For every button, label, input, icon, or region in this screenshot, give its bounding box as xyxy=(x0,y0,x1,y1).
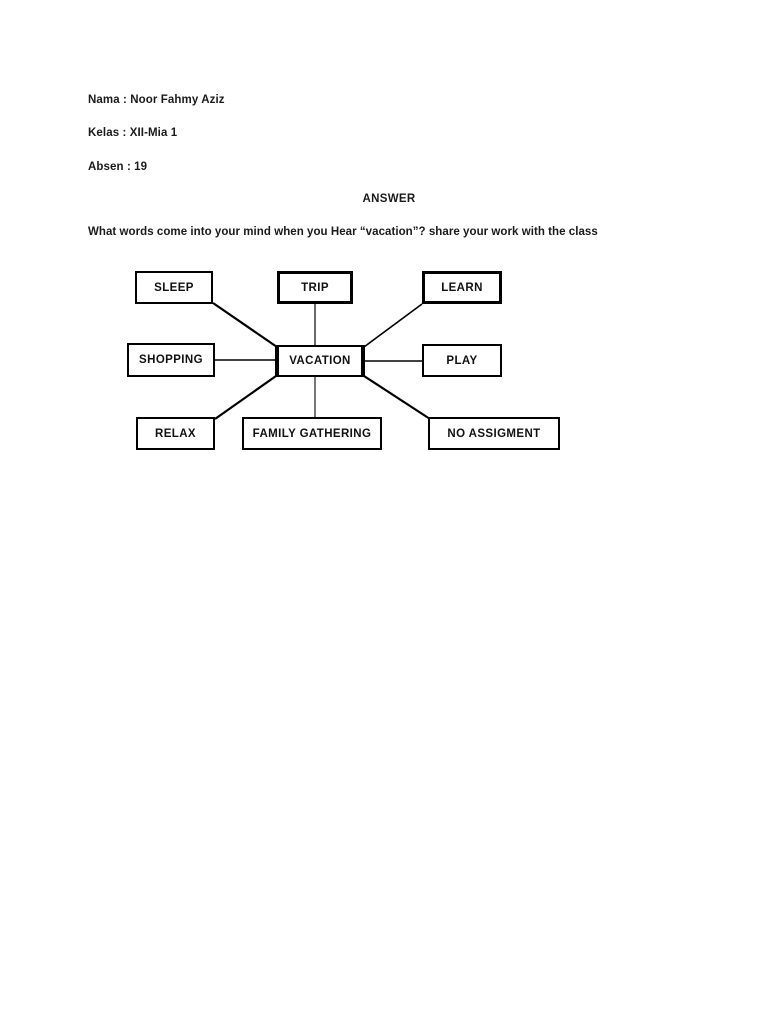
mindmap-node-label: SHOPPING xyxy=(139,354,203,366)
mindmap-node-shopping[interactable]: SHOPPING xyxy=(127,343,215,377)
edge-sleep-vacation xyxy=(212,302,278,348)
mindmap-node-label: VACATION xyxy=(289,355,351,367)
mindmap-node-sleep[interactable]: SLEEP xyxy=(135,271,213,304)
mindmap-node-label: FAMILY GATHERING xyxy=(252,427,372,440)
question-prompt: What words come into your mind when you … xyxy=(88,226,598,238)
edge-relax-vacation xyxy=(214,375,277,420)
mindmap-node-label: NO ASSIGMENT xyxy=(447,427,541,440)
edge-learn-vacation xyxy=(363,303,423,348)
mindmap-node-vacation-center[interactable]: VACATION xyxy=(275,345,365,377)
answer-heading: ANSWER xyxy=(362,193,416,205)
mindmap-node-label: PLAY xyxy=(446,354,478,367)
mindmap-node-relax[interactable]: RELAX xyxy=(136,417,215,450)
student-absence-line: Absen : 19 xyxy=(88,161,148,173)
mindmap-node-label: SLEEP xyxy=(154,281,194,294)
student-class-line: Kelas : XII-Mia 1 xyxy=(88,127,178,139)
mindmap-node-label: TRIP xyxy=(301,281,329,294)
mindmap-node-learn[interactable]: LEARN xyxy=(422,271,502,304)
mindmap-node-label: LEARN xyxy=(441,281,483,294)
student-name-line: Nama : Noor Fahmy Aziz xyxy=(88,94,225,106)
edge-noassign-vacation xyxy=(363,375,431,420)
mindmap-node-no-assigment[interactable]: NO ASSIGMENT xyxy=(428,417,560,450)
mindmap-node-trip[interactable]: TRIP xyxy=(277,271,353,304)
mindmap-node-play[interactable]: PLAY xyxy=(422,344,502,377)
mindmap-node-label: RELAX xyxy=(155,427,196,440)
mindmap-node-family-gathering[interactable]: FAMILY GATHERING xyxy=(242,417,382,450)
